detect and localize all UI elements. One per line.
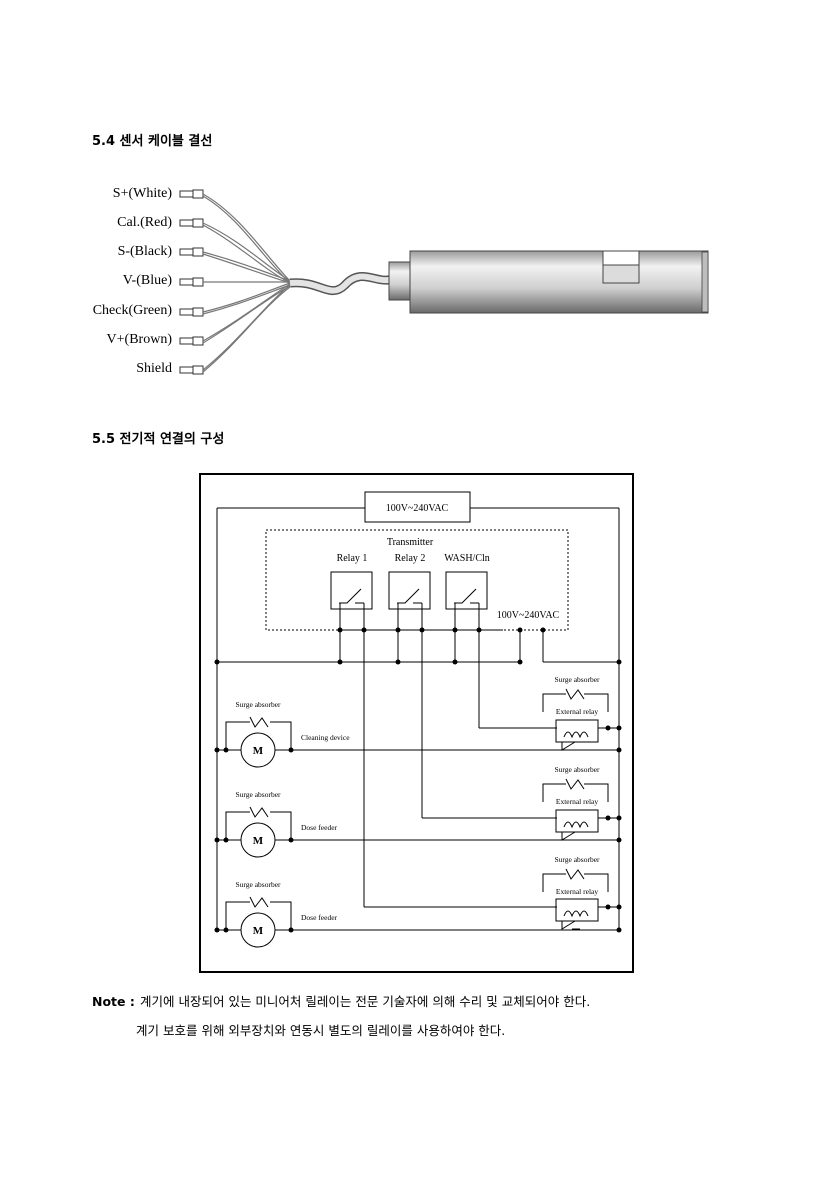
surge-absorber-label: Surge absorber — [235, 790, 281, 799]
wash-cln-label: WASH/Cln — [444, 553, 490, 564]
relay-2-label: Relay 2 — [395, 553, 426, 564]
relay-1-label: Relay 1 — [337, 553, 368, 564]
section-5-4-heading: 5.4 센서 케이블 결선 — [92, 134, 213, 149]
transmitter-power-label: 100V~240VAC — [497, 610, 560, 621]
transmitter-label: Transmitter — [387, 537, 434, 548]
note-text-2: 계기 보호를 위해 외부장치와 연동시 별도의 릴레이를 사용하여야 한다. — [136, 1023, 506, 1038]
wire-label-s-minus: S-(Black) — [117, 244, 172, 259]
surge-absorber-label: Surge absorber — [235, 700, 281, 709]
note-line-1: Note : 계기에 내장되어 있는 미니어처 릴레이는 전문 기술자에 의해 수… — [92, 987, 590, 1016]
surge-absorber-label: Surge absorber — [554, 855, 600, 864]
wire-label-v-plus: V+(Brown) — [106, 332, 172, 347]
external-relay-label: External relay — [556, 887, 599, 896]
note-text-1: 계기에 내장되어 있는 미니어처 릴레이는 전문 기술자에 의해 수리 및 교체… — [140, 994, 591, 1009]
power-supply-label: 100V~240VAC — [386, 503, 449, 514]
motor-dose-feeder-2 — [240, 912, 276, 948]
wire-label-shield: Shield — [136, 361, 172, 376]
motor-cleaning-device — [240, 732, 276, 768]
sensor-cable-drawing — [179, 189, 709, 375]
external-relay-label: External relay — [556, 707, 599, 716]
note-label: Note : — [92, 994, 135, 1009]
motor-symbol: M — [253, 835, 264, 847]
wiring-diagram: 100V~240VAC Transmitter Relay 1 Relay 2 … — [199, 473, 634, 973]
motor-symbol: M — [253, 745, 264, 757]
dose-feeder-label-1: Dose feeder — [301, 823, 338, 832]
wire-label-check: Check(Green) — [92, 303, 172, 318]
surge-absorber-label: Surge absorber — [235, 880, 281, 889]
external-relay-label: External relay — [556, 797, 599, 806]
wire-label-cal: Cal.(Red) — [117, 215, 172, 230]
wire-label-s-plus: S+(White) — [112, 186, 172, 201]
note-block: Note : 계기에 내장되어 있는 미니어처 릴레이는 전문 기술자에 의해 수… — [92, 987, 590, 1045]
wire-label-v-minus: V-(Blue) — [122, 273, 172, 288]
motor-symbol: M — [253, 925, 264, 937]
surge-absorber-label: Surge absorber — [554, 765, 600, 774]
cleaning-device-label: Cleaning device — [301, 733, 350, 742]
surge-absorber-label: Surge absorber — [554, 675, 600, 684]
motor-dose-feeder-1 — [240, 822, 276, 858]
section-5-5-heading: 5.5 전기적 연결의 구성 — [92, 432, 225, 447]
dose-feeder-label-2: Dose feeder — [301, 913, 338, 922]
